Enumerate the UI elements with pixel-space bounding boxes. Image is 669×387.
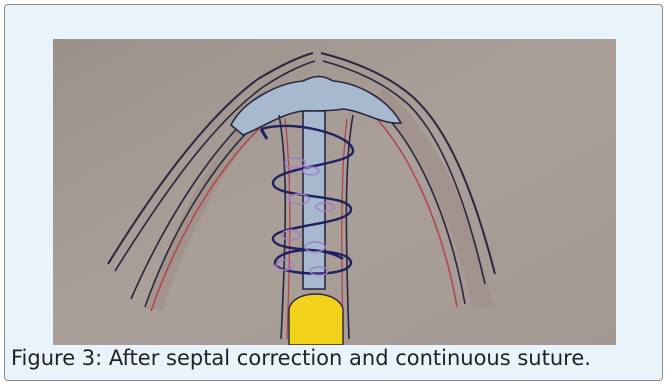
figure-frame: Figure 3: After septal correction and co…	[4, 4, 663, 381]
septum-column	[303, 111, 325, 289]
yellow-base	[289, 294, 343, 345]
septum-drawing	[53, 39, 616, 345]
figure-caption: Figure 3: After septal correction and co…	[11, 342, 591, 374]
